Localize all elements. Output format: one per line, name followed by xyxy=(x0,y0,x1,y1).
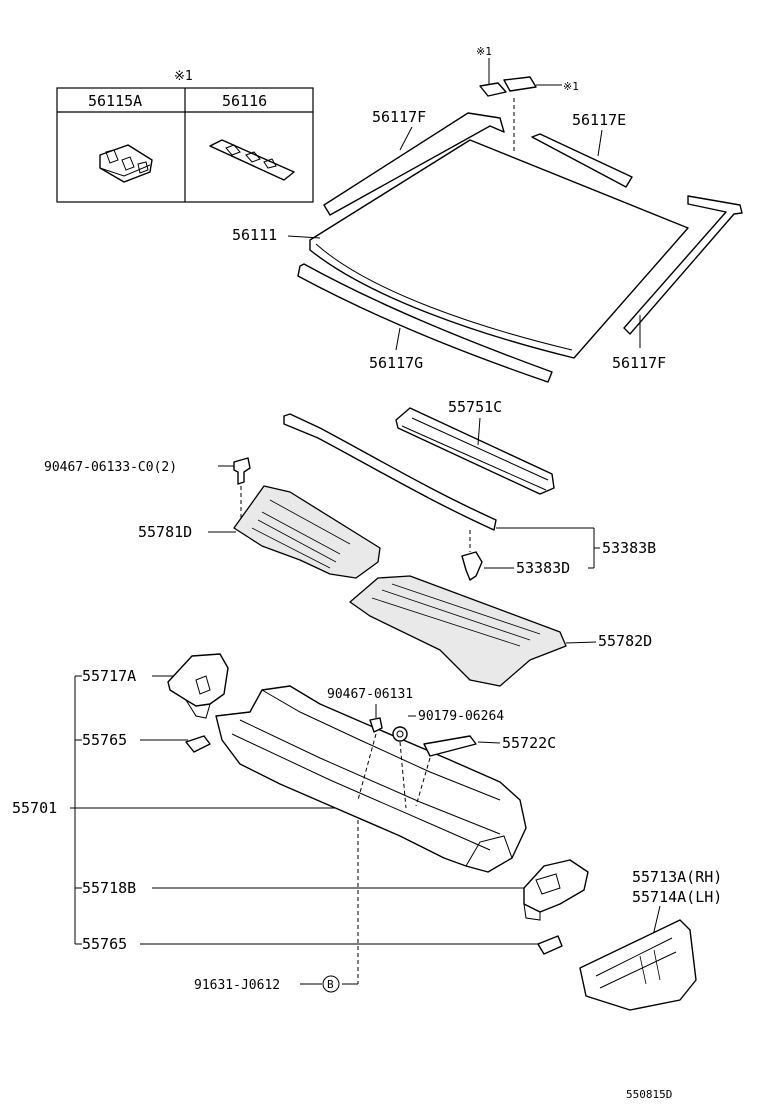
label-56111: 56111 xyxy=(232,226,277,244)
label-90179-06264: 90179-06264 xyxy=(418,709,504,724)
label-55701: 55701 xyxy=(12,799,57,817)
label-56117e: 56117E xyxy=(572,111,626,129)
label-55782d: 55782D xyxy=(598,632,652,650)
label-53383d: 53383D xyxy=(516,559,570,577)
label-55717a: 55717A xyxy=(82,667,136,685)
pad-55765-b xyxy=(537,935,563,955)
label-55781d: 55781D xyxy=(138,523,192,541)
cowl-louver-right: 55782D xyxy=(349,575,652,687)
label-56117f-right: 56117F xyxy=(612,354,666,372)
note-mark-clip-right: ※1 xyxy=(563,80,579,93)
molding-56117f-top xyxy=(323,112,505,216)
pad-55765-a xyxy=(185,735,211,753)
label-55714a: 55714A(LH) xyxy=(632,888,722,906)
clip-top-left xyxy=(479,82,507,97)
note-mark-table: ※1 xyxy=(174,69,193,84)
cowl-louver-left: 90467-06133-C0(2) 55781D xyxy=(44,457,381,579)
molding-56117e xyxy=(531,133,633,188)
label-56117f-top: 56117F xyxy=(372,108,426,126)
bracket-55717a xyxy=(167,653,229,707)
clip-90467-06133 xyxy=(233,457,251,485)
clip-group-top: ※1 ※1 xyxy=(476,45,579,152)
cowl-side-panel: 55713A(RH) 55714A(LH) xyxy=(579,868,722,1011)
label-90467-06133: 90467-06133-C0(2) xyxy=(44,460,177,475)
clip-56116-drawing xyxy=(209,139,295,181)
louver-55782d-slots xyxy=(371,583,541,647)
windshield-assembly: 56117F 56117E 56111 56117G 56117F xyxy=(232,108,743,383)
brace-55722c xyxy=(423,735,477,757)
molding-56117g xyxy=(297,263,553,383)
label-55713a: 55713A(RH) xyxy=(632,868,722,886)
label-53383b: 53383B xyxy=(602,539,656,557)
cowl-louver-55781d xyxy=(233,485,381,579)
clip-53383d xyxy=(461,551,483,581)
bracket-55718b xyxy=(523,859,589,913)
windshield-glass-56111 xyxy=(309,139,689,359)
label-56117g: 56117G xyxy=(369,354,423,372)
ref-b-letter: B xyxy=(327,978,334,991)
label-55722c: 55722C xyxy=(502,734,556,752)
table-header-56115a: 56115A xyxy=(88,92,142,110)
label-55718b: 55718B xyxy=(82,879,136,897)
diagram-code: 550815D xyxy=(626,1088,672,1101)
cowl-louver-55782d xyxy=(349,575,567,687)
seal-55751c xyxy=(395,407,555,495)
molding-56117f-right xyxy=(623,195,743,335)
nut-90179-06264 xyxy=(392,726,408,742)
note-mark-clip-top: ※1 xyxy=(476,45,492,58)
side-panel-55713a xyxy=(579,919,697,1011)
label-90467-06131: 90467-06131 xyxy=(327,687,413,702)
clip-table: ※1 56115A 56116 xyxy=(56,69,314,203)
cowl-seals: 55751C 53383B 53383D xyxy=(283,398,656,581)
label-55765-b: 55765 xyxy=(82,935,127,953)
clip-top-right xyxy=(503,76,537,92)
cowl-panel-group: 55701 55717A 55765 90467-06131 90179-062… xyxy=(12,653,589,993)
cowl-panel-55701 xyxy=(215,685,527,873)
label-55765-a: 55765 xyxy=(82,731,127,749)
seal-53383b xyxy=(283,413,497,531)
label-55751c: 55751C xyxy=(448,398,502,416)
clip-56115a-drawing xyxy=(99,144,153,183)
clip-90467-06131 xyxy=(369,717,383,733)
label-91631-j0612: 91631-J0612 xyxy=(194,978,280,993)
table-header-56116: 56116 xyxy=(222,92,267,110)
ref-b-circle xyxy=(322,975,340,993)
louver-55781d-slots xyxy=(251,499,351,569)
